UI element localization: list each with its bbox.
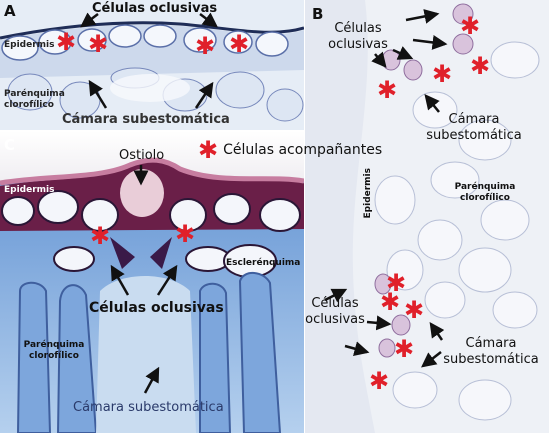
panel-a-companion-mark-4: ✱ [229,30,250,58]
panel-a-chamber-label: Cámara subestomática [62,112,230,127]
panel-b-guard-cells-bottom-line2: oclusivas [305,312,365,328]
panel-b-guard-cells-top-label: Células oclusivas [319,21,397,54]
panel-b-companion-mark-1: ✱ [460,12,481,40]
panel-b-companion-mark-3: ✱ [432,60,453,88]
panel-c-companion-mark-1: ✱ [90,222,111,250]
panel-a-epidermis-label: Epidermis [4,40,55,50]
panel-b-companion-mark-4: ✱ [377,76,398,104]
legend-text: Células acompañantes [223,142,383,158]
panel-a-companion-mark-1: ✱ [56,28,77,56]
panel-b-companion-mark-9: ✱ [369,367,390,395]
panel-b-companion-mark-7: ✱ [404,296,425,324]
panel-a-parenchyma-label: Parénquima clorofílico [4,89,65,111]
panel-b-letter: B [312,5,324,23]
panel-a-micrograph [0,0,304,130]
panel-a-parenchyma-line2: clorofílico [4,99,54,110]
panel-b-chamber-bottom-line1: Cámara [465,336,517,351]
panel-c-chamber-label: Cámara subestomática [73,400,224,415]
legend-asterisk-icon: ✱ [198,136,219,164]
panel-c: C Ostiolo Epidermis Esclerénquima Célula… [0,131,304,433]
panel-a-companion-mark-2: ✱ [88,30,109,58]
panel-b-companion-mark-6: ✱ [380,288,401,316]
panel-c-sclerenchyma-label: Esclerénquima [226,258,301,268]
companion-cells-legend: ✱ Células acompañantes [198,138,382,162]
panel-b-companion-mark-2: ✱ [470,52,491,80]
panel-b-guard-cells-top-line1: Células [334,21,382,36]
panel-c-parenchyma-line1: Parénquima [23,340,85,350]
panel-c-guard-cells-label: Células oclusivas [89,300,224,316]
panel-b-chamber-bottom-label: Cámara subestomática [435,336,547,369]
panel-b-parenchyma-label: Parénquima clorofílico [445,182,525,205]
panel-a-parenchyma-line1: Parénquima [4,89,65,99]
panel-a-arrows [80,12,218,109]
panel-c-parenchyma-line2: clorofílico [29,351,79,362]
panel-b-chamber-top-label: Cámara subestomática [418,112,530,145]
panel-c-micrograph [0,131,304,433]
panel-b-chamber-top-line1: Cámara [448,112,500,127]
panel-b-micrograph [305,0,549,433]
panel-c-epidermis-label: Epidermis [4,185,55,195]
panel-b: B Células oclusivas Cámara subestomática… [305,0,549,433]
panel-b-companion-mark-8: ✱ [394,335,415,363]
panel-a-guard-cells-label: Células oclusivas [92,1,218,16]
panel-b-chamber-bottom-line2: subestomática [443,352,539,368]
panel-a-companion-mark-3: ✱ [195,32,216,60]
panel-b-companion-mark-5: ✱ [386,269,407,297]
panel-c-parenchyma-label: Parénquima clorofílico [18,340,90,363]
panel-b-parenchyma-line2: clorofílico [460,193,510,204]
panel-a: A Células oclusivas Epidermis Parénquima… [0,0,304,130]
panel-c-ostiole-label: Ostiolo [119,148,165,163]
panel-b-arrows [324,9,448,368]
panel-c-letter: C [4,136,16,154]
panel-a-letter: A [4,2,16,20]
panel-b-parenchyma-line1: Parénquima [454,182,516,192]
panel-b-chamber-top-line2: subestomática [426,128,522,144]
panel-c-companion-mark-2: ✱ [175,220,196,248]
panel-c-arrows [110,165,178,394]
panel-b-guard-cells-top-line2: oclusivas [328,37,388,53]
